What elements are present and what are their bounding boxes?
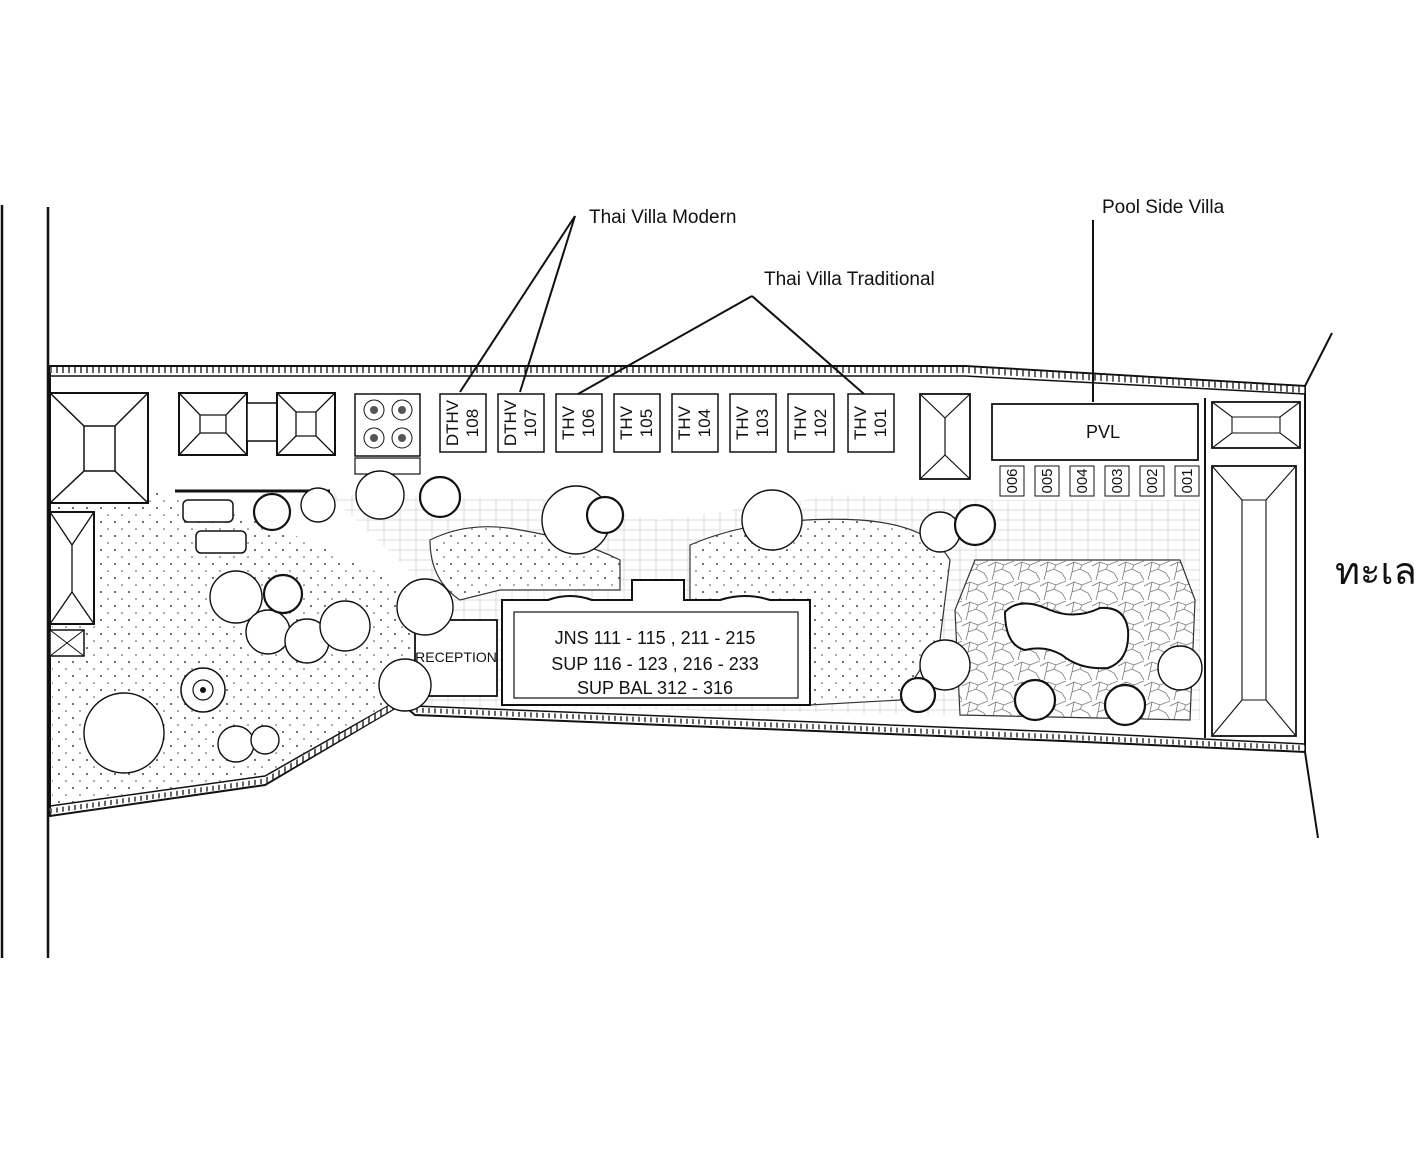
villa-dthv-107[interactable]: DTHV 107: [497, 393, 545, 453]
callout-thai-villa-modern: Thai Villa Modern: [589, 207, 737, 228]
pavilion: [919, 393, 971, 480]
main-building-line: JNS 111 - 115 , 211 - 215: [555, 628, 756, 648]
tree-icons: [83, 470, 1203, 774]
pvl-unit-label: 003: [1109, 468, 1126, 493]
villa-dthv-108[interactable]: DTHV 108: [439, 393, 487, 453]
villa-code: THV: [791, 405, 810, 440]
villa-row: DTHV 108 DTHV 107 THV 106 THV 105 THV 10…: [439, 393, 895, 453]
road: [0, 205, 50, 958]
villa-thv-104[interactable]: THV 104: [671, 393, 719, 453]
villa-thv-105[interactable]: THV 105: [613, 393, 661, 453]
villa-thv-106[interactable]: THV 106: [555, 393, 603, 453]
villa-code: THV: [559, 405, 578, 440]
parking-cars: [175, 489, 330, 554]
pvl-unit-label: 001: [1179, 468, 1196, 493]
villa-code: THV: [617, 405, 636, 440]
pvl-unit-label: 002: [1144, 468, 1161, 493]
reception-label: RECEPTION: [415, 649, 497, 665]
pool-villa-block[interactable]: PVL 006 005 004 003 002 001: [991, 403, 1200, 497]
villa-thv-101[interactable]: THV 101: [847, 393, 895, 453]
villa-thv-102[interactable]: THV 102: [787, 393, 835, 453]
villa-code: DTHV: [443, 399, 462, 446]
west-buildings: [49, 392, 336, 657]
pvl-unit-label: 004: [1074, 468, 1091, 493]
villa-number: 101: [871, 409, 890, 437]
main-building[interactable]: JNS 111 - 115 , 211 - 215 SUP 116 - 123 …: [501, 579, 811, 706]
main-building-line: SUP 116 - 123 , 216 - 233: [551, 654, 758, 674]
villa-code: DTHV: [501, 399, 520, 446]
main-building-line: SUP BAL 312 - 316: [577, 678, 733, 698]
utility-units: [354, 393, 421, 475]
villa-thv-103[interactable]: THV 103: [729, 393, 777, 453]
villa-number: 108: [463, 409, 482, 437]
villa-number: 103: [753, 409, 772, 437]
callout-pool-side-villa: Pool Side Villa: [1102, 197, 1225, 218]
sea-label: ทะเล: [1335, 549, 1416, 593]
villa-number: 105: [637, 409, 656, 437]
villa-code: THV: [675, 405, 694, 440]
villa-code: THV: [733, 405, 752, 440]
villa-code: THV: [851, 405, 870, 440]
pvl-label: PVL: [1086, 422, 1120, 442]
fountain-icon: [180, 667, 226, 713]
callout-lines: [459, 215, 1094, 402]
callout-thai-villa-traditional: Thai Villa Traditional: [764, 269, 935, 290]
pvl-unit-label: 006: [1004, 468, 1021, 493]
villa-number: 106: [579, 409, 598, 437]
shoreline: [1304, 332, 1333, 839]
east-buildings: [1204, 398, 1301, 738]
villa-number: 102: [811, 409, 830, 437]
pvl-unit-label: 005: [1039, 468, 1056, 493]
villa-number: 104: [695, 409, 714, 437]
pvl-units: 006 005 004 003 002 001: [999, 465, 1200, 497]
villa-number: 107: [521, 409, 540, 437]
